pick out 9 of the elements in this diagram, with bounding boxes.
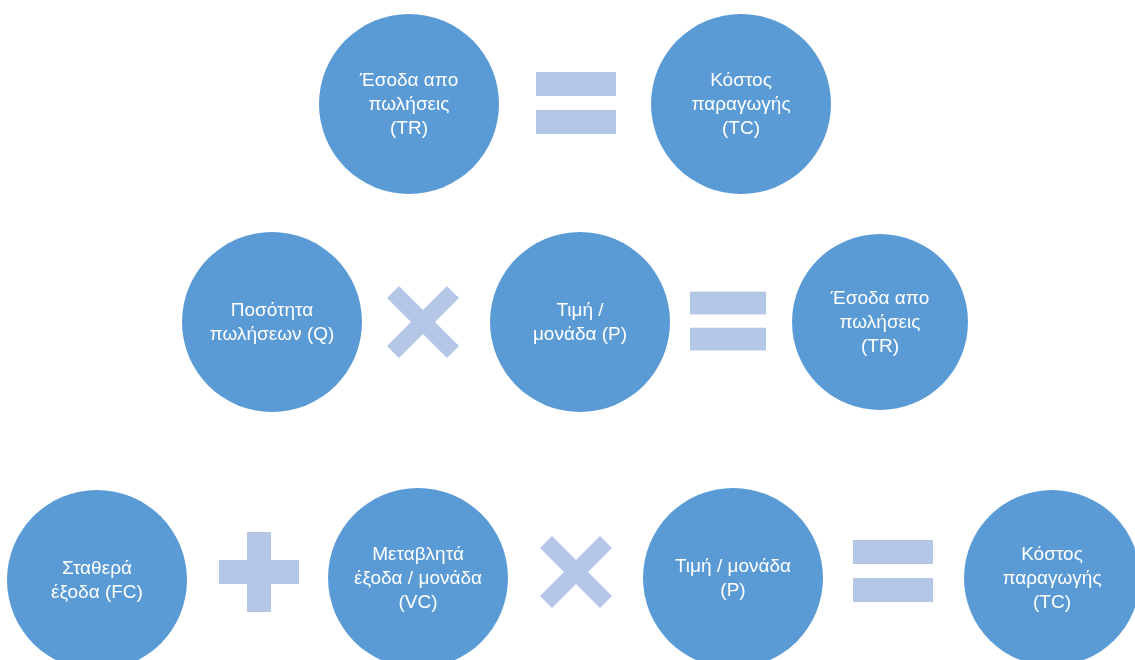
node-label: Τιμή / μονάδα (P) [673,554,792,602]
node-label: Έσοδα απο πωλήσεις (TR) [830,286,930,358]
node-label: Μεταβλητά έξοδα / μονάδα (VC) [353,542,483,614]
node-label: Σταθερά έξοδα (FC) [50,556,144,604]
node-label: Ποσότητα πωλήσεων (Q) [208,298,336,346]
node-label: Τιμή / μονάδα (P) [531,298,629,346]
node-label: Κόστος παραγωγής (TC) [1001,542,1103,614]
node-label: Κόστος παραγωγής (TC) [690,68,792,140]
node-label: Έσοδα απο πωλήσεις (TR) [358,68,460,140]
